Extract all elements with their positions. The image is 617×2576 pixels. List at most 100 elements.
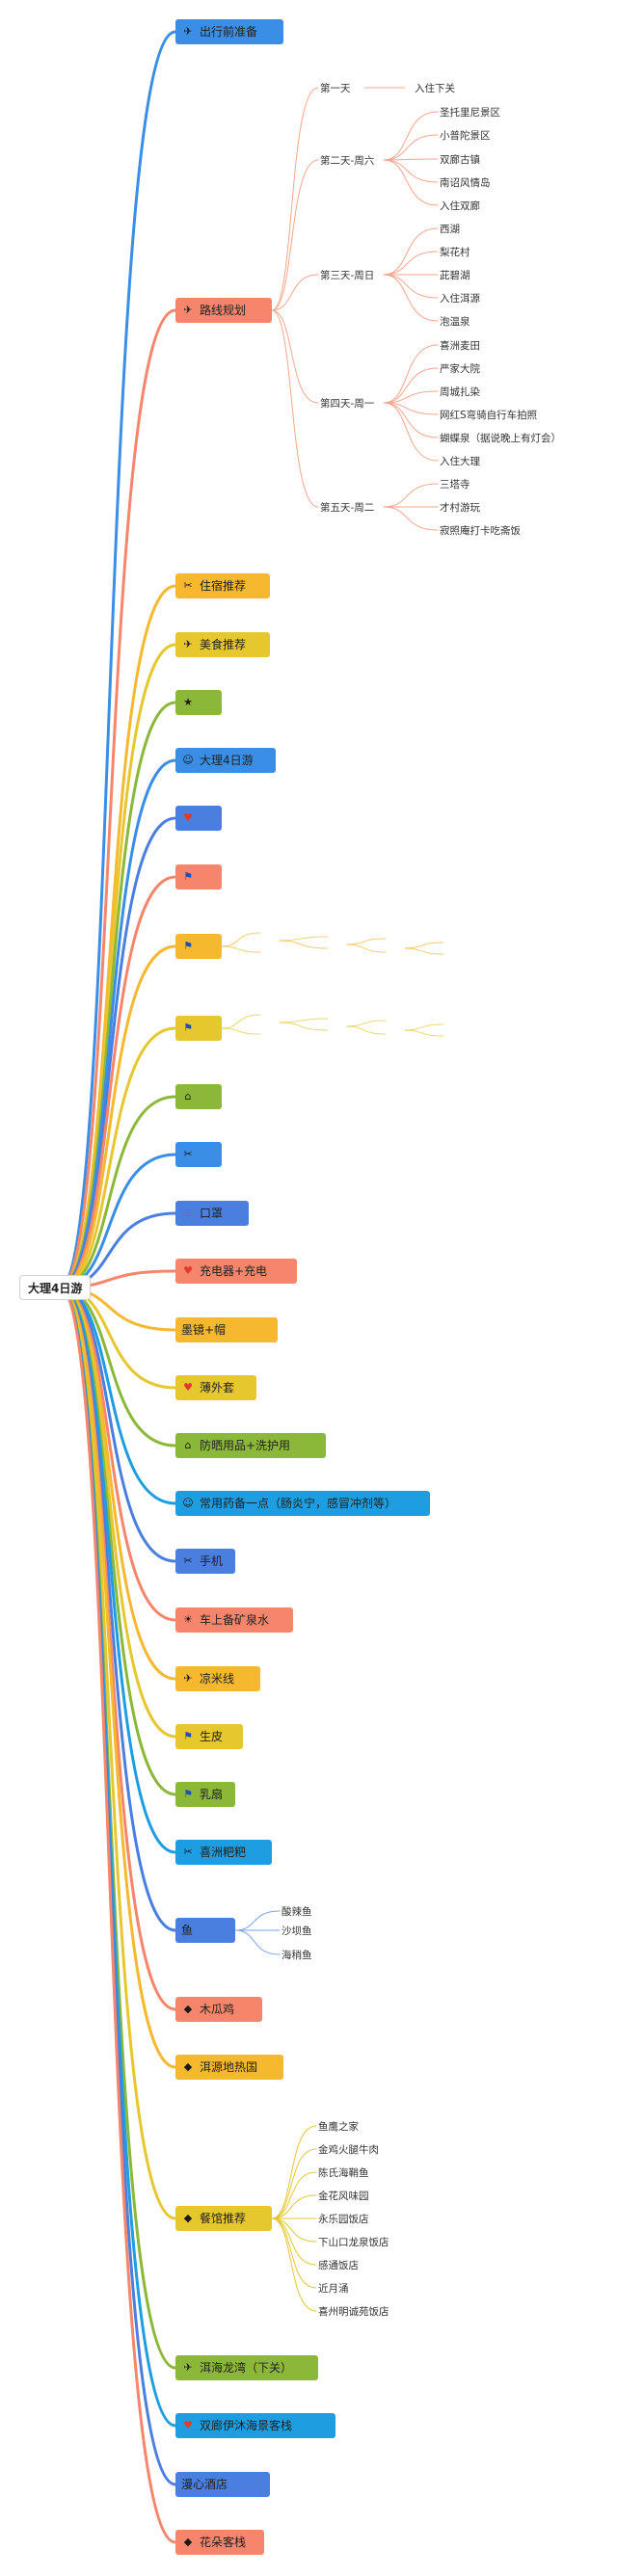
route-item[interactable]: 寂照庵打卡吃斋饭 <box>440 525 521 537</box>
sub-connector <box>383 483 439 508</box>
route-item[interactable]: 严家大院 <box>440 363 480 375</box>
branch-node[interactable]: ✈出行前准备 <box>175 19 283 44</box>
branch-node[interactable]: 鱼 <box>175 1918 235 1943</box>
branch-node[interactable]: ⌂ <box>175 1084 222 1109</box>
route-item[interactable]: 网红S弯骑自行车拍照 <box>440 410 538 421</box>
route-item[interactable]: 蝴蝶泉（据说晚上有灯会） <box>440 433 561 444</box>
route-item[interactable]: 喜洲麦田 <box>440 340 480 352</box>
fish-item[interactable]: 酸辣鱼 <box>282 1906 312 1918</box>
branch-node[interactable]: 墨镜+帽 <box>175 1317 278 1342</box>
branch-label: 美食推荐 <box>200 638 247 651</box>
branch-node[interactable]: ◆木瓜鸡 <box>175 1997 262 2022</box>
restaurant-item[interactable]: 金鸡火腿牛肉 <box>318 2144 379 2156</box>
sub-connector <box>383 344 439 404</box>
branch-node[interactable]: ♥ <box>175 806 222 831</box>
route-item[interactable]: 西湖 <box>440 224 460 235</box>
branch-label: 喜洲粑粑 <box>200 1846 247 1859</box>
smiley-icon: ☺ <box>182 754 194 766</box>
route-item[interactable]: 南诏风情岛 <box>440 177 491 189</box>
route-item[interactable]: 三塔寺 <box>440 479 470 491</box>
branch-node[interactable]: ♨口罩 <box>175 1201 249 1226</box>
branch-node[interactable]: ⚑ <box>175 864 222 890</box>
branch-node[interactable]: ◆洱源地热国 <box>175 2055 283 2080</box>
empty-sub-connector <box>346 1025 387 1035</box>
branch-connector <box>58 1286 177 2370</box>
sub-connector <box>383 367 439 404</box>
branch-label: 花朵客栈 <box>200 2536 247 2549</box>
restaurant-item[interactable]: 陈氏海鞘鱼 <box>318 2167 369 2179</box>
restaurant-item[interactable]: 金花风味园 <box>318 2191 369 2202</box>
diamond-icon: ◆ <box>183 2060 193 2073</box>
empty-sub-connector <box>346 1020 387 1027</box>
branch-node[interactable]: ✂住宿推荐 <box>175 573 270 598</box>
flag-icon: ⚑ <box>183 1022 193 1034</box>
branch-node[interactable]: ✈凉米线 <box>175 1666 260 1691</box>
branch-node[interactable]: ☀车上备矿泉水 <box>175 1607 293 1633</box>
route-day[interactable]: 第二天-周六 <box>320 155 375 167</box>
branch-node[interactable]: ♥双廊伊沐海景客栈 <box>175 2413 335 2438</box>
route-item[interactable]: 周城扎染 <box>440 386 480 398</box>
empty-sub-connector <box>221 932 261 947</box>
fish-item[interactable]: 海稍鱼 <box>282 1950 312 1961</box>
route-day[interactable]: 第三天-周日 <box>320 270 375 281</box>
branch-label: 餐馆推荐 <box>200 2212 247 2225</box>
branch-node[interactable]: ♥充电器+充电 <box>175 1259 297 1284</box>
branch-node[interactable]: ✂ <box>175 1142 222 1167</box>
sub-connector <box>383 402 439 462</box>
branch-node[interactable]: ☺常用药备一点（肠炎宁，感冒冲剂等） <box>175 1491 430 1516</box>
branch-node[interactable]: ⌂防晒用品+洗护用 <box>175 1433 326 1458</box>
heart-icon: ♥ <box>183 2419 193 2431</box>
fish-item[interactable]: 沙坝鱼 <box>282 1925 312 1937</box>
branch-label: 乳扇 <box>200 1788 224 1801</box>
empty-sub-connector <box>221 945 261 953</box>
empty-sub-connector <box>404 942 444 949</box>
branch-label: 常用药备一点（肠炎宁，感冒冲剂等） <box>200 1497 397 1510</box>
route-day[interactable]: 第五天-周二 <box>320 502 375 514</box>
route-day[interactable]: 第一天 <box>320 83 351 94</box>
restaurant-item[interactable]: 近月涌 <box>318 2283 349 2295</box>
route-day[interactable]: 第四天-周一 <box>320 398 375 410</box>
branch-node[interactable]: 漫心酒店 <box>175 2472 270 2497</box>
branch-node[interactable]: ◆餐馆推荐 <box>175 2206 272 2231</box>
tools-icon: ✂ <box>183 1846 193 1858</box>
branch-node[interactable]: ✂手机 <box>175 1549 235 1574</box>
branch-node[interactable]: ⚑乳扇 <box>175 1782 235 1807</box>
branch-node[interactable]: ⚑ <box>175 1016 222 1041</box>
restaurant-item[interactable]: 鱼鹰之家 <box>318 2121 359 2133</box>
root-node[interactable]: 大理4日游 <box>19 1275 92 1300</box>
branch-node[interactable]: ✈路线规划 <box>175 298 272 323</box>
route-item[interactable]: 入住洱源 <box>440 293 480 305</box>
branch-node[interactable]: ✂ 喜洲粑粑 <box>175 1840 272 1865</box>
route-item[interactable]: 双廊古镇 <box>440 154 480 166</box>
route-item[interactable]: 圣托里尼景区 <box>440 107 500 119</box>
branch-node[interactable]: ◆花朵客栈 <box>175 2530 264 2555</box>
tools-icon: ✂ <box>183 1148 193 1160</box>
empty-sub-connector <box>346 943 387 953</box>
paper-plane-icon: ✈ <box>183 638 193 651</box>
branch-node[interactable]: ☺大理4日游 <box>175 748 276 773</box>
restaurant-item[interactable]: 感通饭店 <box>318 2260 359 2271</box>
route-item[interactable]: 小普陀景区 <box>440 130 491 142</box>
branch-node[interactable]: ⚑ <box>175 934 222 959</box>
route-item[interactable]: 入住下关 <box>415 83 455 94</box>
sub-connector <box>234 1910 281 1931</box>
route-item[interactable]: 入住双廊 <box>440 200 480 212</box>
route-item[interactable]: 入住大理 <box>440 456 480 467</box>
sub-connector <box>271 2217 317 2312</box>
branch-label: 鱼 <box>181 1924 194 1937</box>
branch-node[interactable]: ✈ 美食推荐 <box>175 632 270 657</box>
route-item[interactable]: 才村游玩 <box>440 502 480 514</box>
branch-node[interactable]: ★ <box>175 690 222 715</box>
route-item[interactable]: 茈碧湖 <box>440 270 470 281</box>
route-item[interactable]: 梨花村 <box>440 247 470 258</box>
branch-node[interactable]: ✈洱海龙湾（下关） <box>175 2355 318 2380</box>
restaurant-item[interactable]: 下山口龙泉饭店 <box>318 2237 389 2248</box>
restaurant-item[interactable]: 喜州明诚苑饭店 <box>318 2306 389 2318</box>
route-item[interactable]: 泡温泉 <box>440 316 470 328</box>
restaurant-item[interactable]: 永乐园饭店 <box>318 2214 369 2225</box>
branch-node[interactable]: ♥薄外套 <box>175 1375 256 1400</box>
branch-connector <box>58 1026 177 1289</box>
branch-node[interactable]: ⚑生皮 <box>175 1724 243 1749</box>
branch-label: 木瓜鸡 <box>200 2003 235 2016</box>
